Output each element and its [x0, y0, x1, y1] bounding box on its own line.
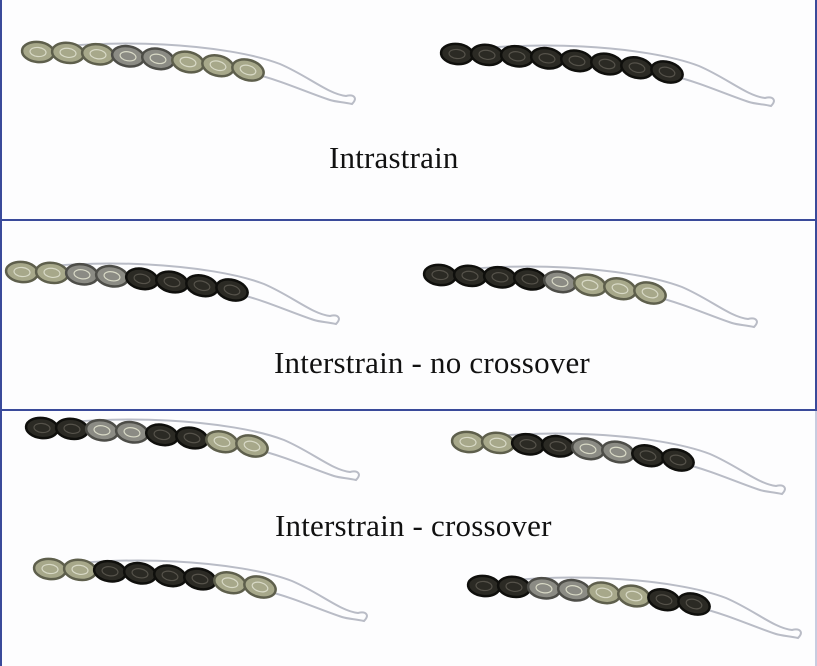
ascus-wall	[27, 418, 360, 482]
spore-light	[243, 575, 277, 599]
spore-dark	[183, 567, 217, 591]
spore-dark	[590, 52, 624, 76]
ascus-8	[466, 574, 802, 640]
spore-gray	[140, 47, 176, 71]
spore-light	[235, 434, 269, 458]
spore-dark	[144, 423, 180, 447]
spore-dark	[122, 561, 158, 585]
spore-gray	[64, 262, 100, 286]
ascus-2	[439, 42, 775, 108]
ascus-wall	[453, 432, 786, 496]
spore-dark	[510, 432, 546, 456]
ascus-6	[450, 430, 786, 496]
spore-light	[201, 53, 235, 78]
spore-dark	[482, 265, 518, 289]
spore-dark	[155, 270, 189, 294]
ascus-wall	[35, 559, 368, 623]
ascus-3	[4, 260, 340, 326]
spore-dark	[92, 559, 128, 583]
spore-light	[171, 50, 205, 74]
panel-label-crossover: Interstrain - crossover	[275, 508, 552, 543]
spore-gray	[84, 418, 120, 442]
spore-dark	[152, 564, 188, 588]
spore-dark	[631, 443, 665, 468]
ascus-wall	[23, 42, 356, 106]
panel-intrastrain: Intrastrain	[0, 0, 817, 221]
spore-gray	[114, 420, 150, 444]
ascus-5	[24, 416, 360, 482]
spore-dark	[499, 44, 535, 68]
ascus-wall	[469, 576, 802, 640]
spore-light	[603, 276, 637, 301]
spore-dark	[24, 416, 60, 440]
spore-dark	[647, 587, 681, 612]
ascus-1	[20, 40, 356, 106]
spore-light	[32, 557, 68, 581]
panel-label-no-crossover: Interstrain - no crossover	[274, 345, 590, 380]
spore-gray	[570, 437, 606, 461]
spore-dark	[650, 60, 684, 84]
spore-dark	[124, 267, 160, 291]
spore-gray	[556, 578, 592, 602]
spore-dark	[439, 42, 475, 66]
spore-light	[633, 281, 667, 305]
spore-dark	[215, 278, 249, 302]
spore-gray	[94, 264, 130, 288]
spore-gray	[526, 576, 562, 600]
ascus-wall	[7, 262, 340, 326]
spore-dark	[512, 267, 548, 291]
spore-dark	[677, 592, 711, 616]
spore-light	[586, 581, 622, 605]
spore-light	[617, 584, 651, 608]
spore-dark	[540, 434, 576, 458]
spore-dark	[496, 575, 532, 599]
spore-dark	[422, 263, 458, 287]
panel-label-intrastrain: Intrastrain	[329, 140, 459, 175]
spore-dark	[529, 46, 565, 70]
spore-dark	[661, 448, 695, 472]
spore-light	[205, 429, 239, 454]
spore-light	[20, 40, 56, 64]
spore-light	[450, 430, 486, 454]
spore-gray	[601, 440, 635, 464]
spore-dark	[559, 49, 595, 73]
spore-light	[213, 570, 247, 595]
spore-gray	[110, 44, 146, 68]
ascus-wall	[425, 265, 758, 329]
spore-dark	[185, 273, 219, 298]
spore-light	[573, 273, 607, 297]
ascus-4	[422, 263, 758, 329]
spore-dark	[175, 426, 209, 450]
spore-dark	[466, 574, 502, 598]
spore-light	[4, 260, 40, 284]
ascus-7	[32, 557, 368, 623]
spore-gray	[542, 270, 578, 294]
spore-light	[80, 42, 116, 66]
panel-interstrain-no-crossover: Interstrain - no crossover	[0, 221, 817, 411]
ascus-wall	[442, 44, 775, 108]
spore-light	[231, 58, 265, 82]
spore-dark	[620, 55, 654, 80]
